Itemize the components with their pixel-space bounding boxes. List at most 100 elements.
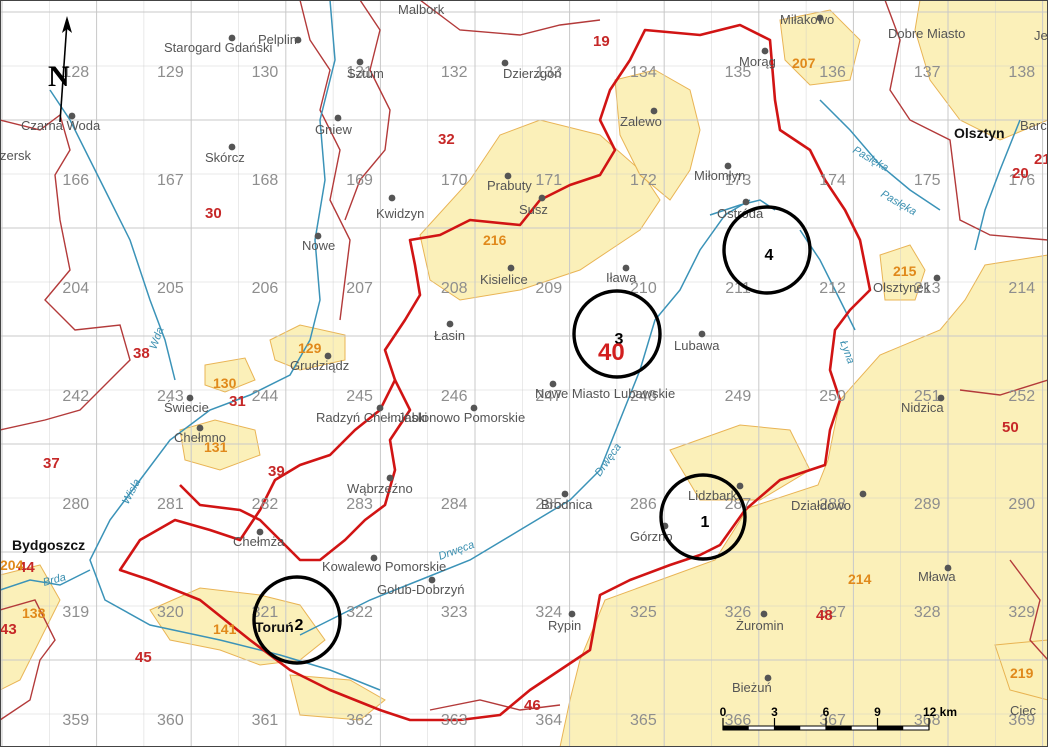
grid-sheet-number: 323	[441, 604, 468, 621]
aquifer-label: 214	[848, 571, 872, 587]
grid-sheet-number: 288	[819, 496, 846, 513]
town-dot	[388, 194, 396, 202]
town-label: Sztum	[347, 66, 384, 81]
town-label: Morąg	[739, 54, 776, 69]
region-label: 20	[1012, 165, 1029, 182]
grid-sheet-number: 134	[630, 64, 657, 81]
region-border-west-b	[0, 599, 56, 721]
grid-sheet-number: 205	[157, 280, 184, 297]
grid-sheet-number: 170	[441, 172, 468, 189]
town-dot	[538, 194, 546, 202]
town-dot	[761, 47, 769, 55]
town-label: Susz	[519, 202, 548, 217]
town-dot	[446, 320, 454, 328]
grid-sheet-number: 359	[62, 712, 89, 729]
river-drweca	[299, 199, 751, 636]
city-label: Bydgoszcz	[12, 537, 85, 553]
region-label: 37	[43, 455, 60, 472]
grid-sheet-number: 168	[252, 172, 279, 189]
study-site-number: 4	[765, 247, 774, 264]
aquifer-label: 131	[204, 439, 228, 455]
town-dot	[568, 610, 576, 618]
aquifer-area-207	[779, 9, 861, 86]
town-label: Żuromin	[736, 618, 784, 633]
grid-sheet-number: 249	[725, 388, 752, 405]
region-label: 21	[1034, 151, 1048, 168]
scale-tick-label: 12 km	[923, 705, 957, 719]
grid-sheet-number: 369	[1008, 712, 1035, 729]
river-wisla	[89, 0, 381, 691]
grid-sheet-number: 171	[535, 172, 562, 189]
town-label: Barc	[1020, 118, 1047, 133]
town-dot	[470, 404, 478, 412]
town-label: Kwidzyn	[376, 206, 424, 221]
aquifer-area-east	[559, 254, 1048, 747]
town-dot	[549, 380, 557, 388]
town-dot	[561, 490, 569, 498]
river-brda	[0, 569, 91, 591]
grid-sheet-number: 280	[62, 496, 89, 513]
town-label: Łasin	[434, 328, 465, 343]
town-label: Je	[1034, 28, 1048, 43]
grid-sheet-number: 207	[346, 280, 373, 297]
town-label: Działdowo	[791, 498, 851, 513]
town-label: Grudziądz	[290, 358, 349, 373]
town-label: Wąbrzeźno	[347, 481, 413, 496]
scale-bar-segment	[826, 726, 852, 730]
grid-sheet-number: 176	[1008, 172, 1035, 189]
aquifer-area-131	[179, 419, 261, 471]
aquifer-label: 129	[298, 340, 322, 356]
town-dot	[428, 576, 436, 584]
study-site-circle	[572, 289, 662, 379]
study-site-circle	[252, 575, 342, 665]
town-label: Brodnica	[541, 497, 593, 512]
grid-sheet-number: 252	[1008, 388, 1035, 405]
town-dot	[294, 36, 302, 44]
river-label: Wisła	[120, 477, 143, 506]
town-dot	[186, 394, 194, 402]
study-site-circle	[659, 473, 747, 561]
scale-tick-label: 3	[771, 705, 778, 719]
aquifer-label: 204	[0, 557, 24, 573]
town-label: Czarna Woda	[21, 118, 101, 133]
main-region-border	[118, 23, 872, 722]
region-border-east	[959, 379, 1048, 396]
region-border-malbork	[344, 0, 391, 221]
study-site-number: 1	[701, 514, 710, 531]
grid-sheet-number: 328	[914, 604, 941, 621]
scale-tick-label: 9	[874, 705, 881, 719]
grid-sheet-number: 133	[535, 64, 562, 81]
aquifer-label: 207	[792, 55, 816, 71]
river-label: Brda	[42, 571, 68, 589]
town-dot	[386, 474, 394, 482]
grid-sheet-number: 208	[441, 280, 468, 297]
town-dot	[324, 352, 332, 360]
river-paslek	[819, 99, 941, 211]
grid-sheet-number: 210	[630, 280, 657, 297]
grid-sheet-number: 172	[630, 172, 657, 189]
grid-sheet-number: 242	[62, 388, 89, 405]
grid-sheet-number: 319	[62, 604, 89, 621]
town-label: Dobre Miasto	[888, 26, 965, 41]
town-dot	[816, 14, 824, 22]
grid-sheet-number: 285	[535, 496, 562, 513]
rivers	[0, 0, 1021, 691]
town-label: Nidzica	[901, 400, 944, 415]
study-site-number: 3	[615, 331, 624, 348]
grid-sheet-number: 136	[819, 64, 846, 81]
town-dot	[724, 162, 732, 170]
aquifer-label: 215	[893, 263, 917, 279]
aquifer-area-216	[419, 119, 661, 301]
region-label: 46	[524, 697, 541, 714]
town-label: Skórcz	[205, 150, 245, 165]
grid-sheet-number: 130	[252, 64, 279, 81]
scale-tick-label: 6	[823, 705, 830, 719]
grid-sheet-number: 329	[1008, 604, 1035, 621]
